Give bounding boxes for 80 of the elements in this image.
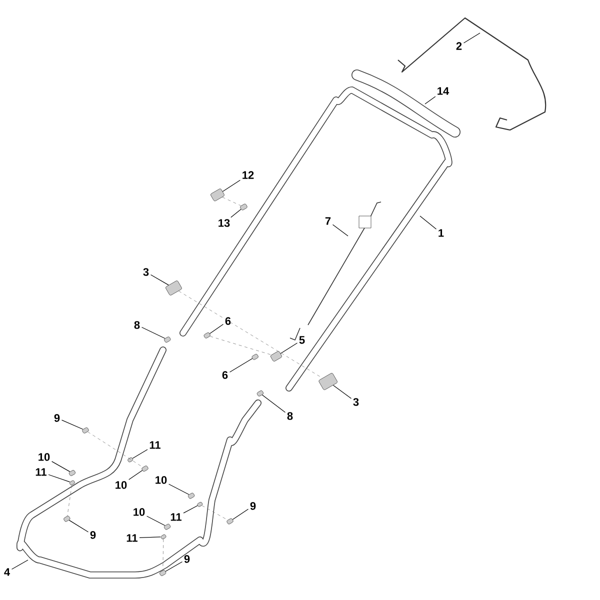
leader-line: [52, 461, 70, 472]
part-picture: [64, 516, 70, 522]
leader-line: [229, 358, 253, 372]
callout-number: 6: [222, 371, 228, 379]
callout-number: 7: [325, 217, 331, 225]
callout-number: 12: [242, 171, 254, 179]
assembly-axis-line: [67, 485, 72, 516]
part-picture: [164, 524, 171, 530]
leader-line: [11, 560, 28, 570]
leader-line: [209, 324, 224, 334]
leader-line: [165, 561, 183, 572]
leader-line: [222, 180, 240, 192]
leader-line: [280, 342, 298, 354]
leader-line: [424, 96, 436, 104]
part-picture: [318, 373, 338, 390]
part-picture: [164, 336, 171, 343]
leader-line: [132, 449, 148, 459]
callout-number: 10: [38, 453, 50, 461]
callout-number: 10: [116, 481, 127, 489]
callout-number: 10: [156, 476, 167, 484]
part-picture: [160, 570, 166, 576]
leader-line: [61, 420, 84, 430]
part-picture: [240, 204, 248, 210]
part-picture: [160, 534, 166, 540]
leader-line: [332, 384, 352, 399]
part-picture: [128, 457, 133, 462]
leader-line: [168, 484, 190, 495]
callout-number: 13: [218, 219, 230, 227]
callout-number: 14: [438, 87, 450, 95]
leader-line: [230, 208, 242, 218]
callout-number: 10: [134, 508, 145, 516]
callout-number: 11: [170, 513, 182, 521]
part-picture: [188, 492, 195, 499]
part-picture: [252, 354, 258, 360]
part-picture: [197, 502, 203, 507]
callout-number: 9: [184, 555, 190, 563]
part-picture: [142, 466, 148, 472]
part-picture: [166, 280, 182, 296]
callout-number: 9: [250, 502, 256, 510]
callout-number: 3: [143, 268, 149, 276]
callout-number: 11: [126, 534, 138, 542]
callout-number: 9: [54, 414, 60, 422]
part-picture: [68, 470, 76, 476]
leader-line: [139, 536, 161, 538]
assembly-axis-line: [210, 336, 272, 356]
part-picture: [256, 390, 264, 396]
part-picture: [82, 427, 89, 434]
part-picture: [204, 332, 210, 338]
leader-line: [141, 327, 166, 339]
leader-line: [48, 474, 70, 482]
leader-line: [463, 32, 480, 44]
callout-number: 8: [287, 412, 293, 420]
leader-line: [262, 394, 286, 413]
part-picture: [226, 518, 234, 524]
leader-line: [68, 520, 89, 532]
leader-line: [183, 505, 198, 514]
leader-line: [146, 516, 166, 526]
callout-number: 5: [299, 336, 305, 344]
leader-line: [150, 274, 169, 286]
callout-number: 11: [150, 441, 160, 449]
assembly-axis-line: [87, 432, 144, 468]
callout-number: 11: [36, 468, 46, 476]
assembly-axis-line: [162, 538, 164, 571]
callout-number: 3: [353, 398, 359, 406]
assembly-axis-line: [202, 505, 228, 520]
leader-line: [420, 216, 437, 230]
assembly-axis-line: [222, 196, 242, 206]
callout-number: 4: [4, 568, 10, 576]
part-picture: [70, 480, 75, 486]
callout-number: 1: [438, 229, 444, 237]
part-picture: [270, 351, 282, 362]
leader-line: [332, 224, 348, 236]
callout-number: 2: [456, 42, 462, 50]
callout-number: 6: [225, 317, 231, 325]
leader-line: [128, 470, 143, 480]
part-picture: [210, 188, 224, 202]
callout-number: 9: [90, 531, 96, 539]
assembly-axis-line: [178, 290, 323, 378]
leader-line: [232, 508, 249, 520]
callout-number: 8: [134, 321, 140, 329]
